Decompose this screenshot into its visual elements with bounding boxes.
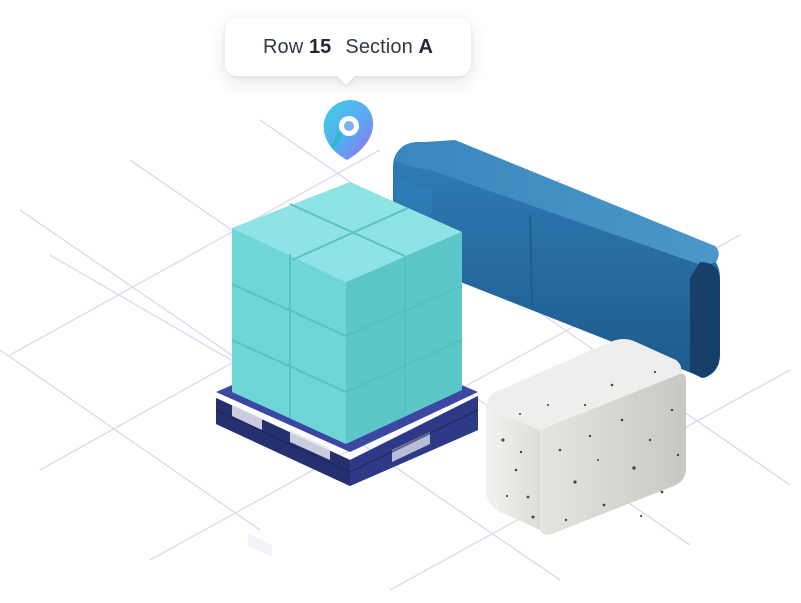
section-value: A	[418, 35, 434, 58]
section-info: Section A	[345, 36, 433, 59]
location-pin-icon[interactable]	[323, 100, 374, 160]
teal-crate-stack	[231, 182, 463, 444]
row-info: Row 15	[263, 36, 331, 59]
row-label: Row	[262, 35, 304, 58]
location-tooltip: Row 15 Section A	[225, 18, 471, 76]
section-label: Section	[345, 35, 413, 58]
row-value: 15	[308, 35, 332, 58]
concrete-block	[486, 339, 686, 535]
